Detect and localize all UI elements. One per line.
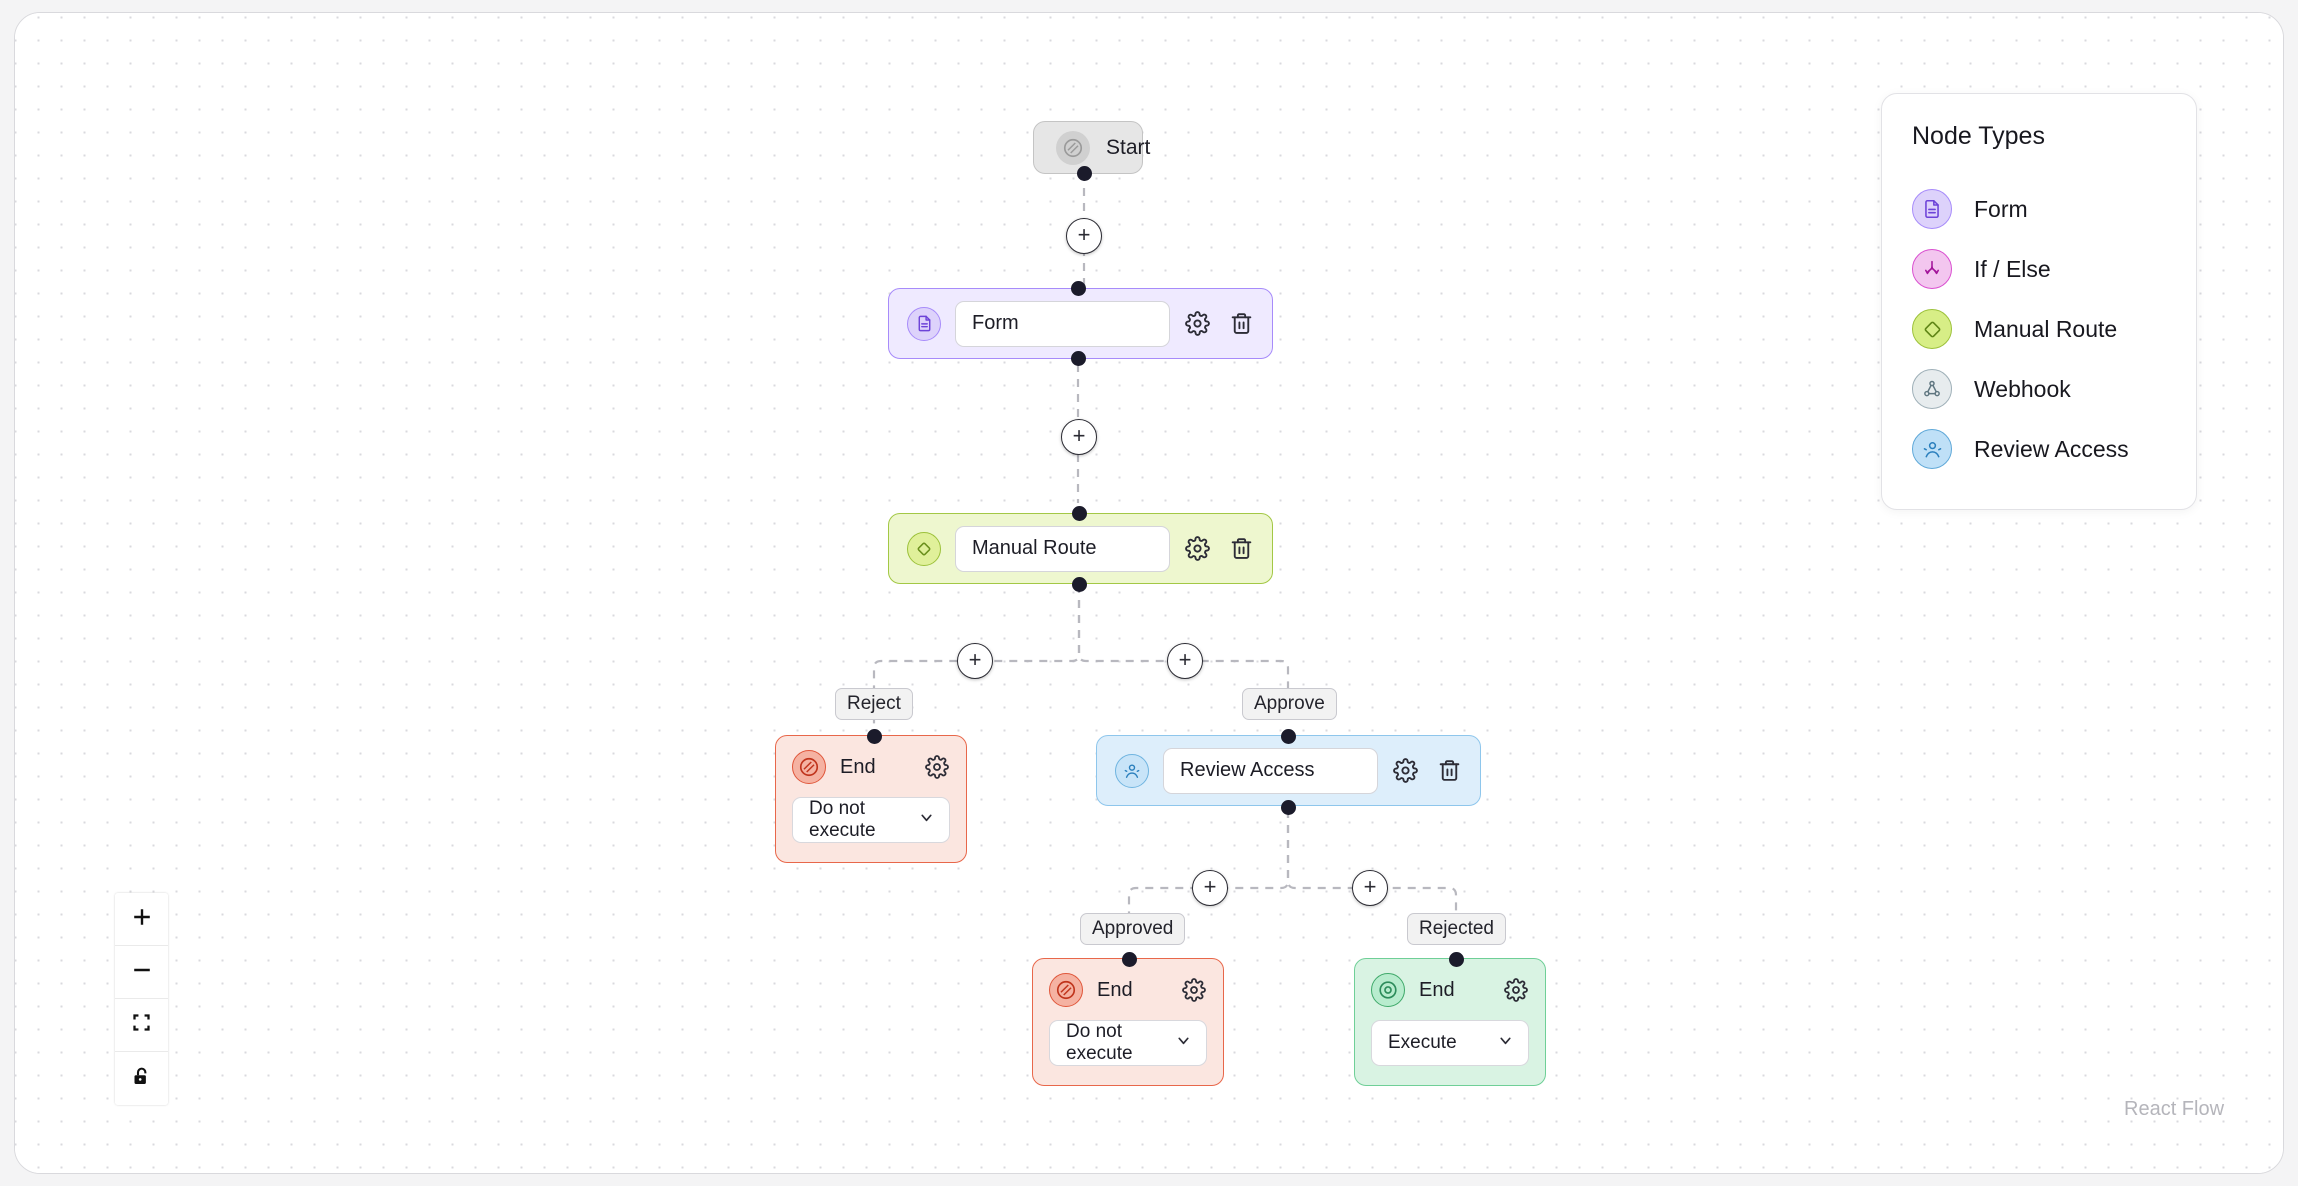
lock-button[interactable] — [115, 1052, 168, 1105]
add-node-rejected-branch-button[interactable]: + — [1352, 870, 1388, 906]
webhook-icon — [1912, 369, 1952, 409]
edge-label-reject: Reject — [835, 688, 913, 720]
nodes-layer: Start + Form — [15, 13, 2283, 1173]
gear-icon[interactable] — [1503, 977, 1529, 1003]
zoom-in-button[interactable] — [115, 893, 168, 946]
handle-end-reject-target[interactable] — [867, 729, 882, 744]
trash-icon[interactable] — [1228, 536, 1254, 562]
handle-end-rejected-target[interactable] — [1449, 952, 1464, 967]
node-end-rejected-label: End — [1419, 978, 1455, 1001]
handle-review-source[interactable] — [1281, 800, 1296, 815]
document-icon — [1912, 189, 1952, 229]
node-review-access[interactable]: Review Access — [1096, 735, 1481, 806]
person-icon — [1115, 753, 1149, 788]
legend-item-label: If / Else — [1974, 255, 2051, 282]
person-icon — [1912, 429, 1952, 469]
add-node-reject-branch-button[interactable]: + — [957, 643, 993, 679]
zoom-out-icon — [131, 959, 153, 986]
node-end-approved-action-select[interactable]: Do not execute — [1049, 1020, 1207, 1066]
legend-item-label: Review Access — [1974, 435, 2129, 462]
gear-icon[interactable] — [924, 754, 950, 780]
add-node-form-to-route-button[interactable]: + — [1061, 419, 1097, 455]
legend-item-label: Manual Route — [1974, 315, 2118, 342]
handle-form-source[interactable] — [1071, 351, 1086, 366]
legend-item-label: Webhook — [1974, 375, 2071, 402]
legend-item-review-access[interactable]: Review Access — [1912, 419, 2166, 479]
react-flow-attribution[interactable]: React Flow — [2124, 1098, 2225, 1120]
trash-icon[interactable] — [1228, 311, 1254, 337]
workflow-editor: Start + Form — [14, 12, 2284, 1174]
legend-item-label: Form — [1974, 195, 2028, 222]
node-end-approved-label: End — [1097, 978, 1133, 1001]
select-value: Do not execute — [809, 798, 876, 841]
canvas-controls — [115, 893, 168, 1105]
node-end-approved[interactable]: End Do not execute — [1032, 958, 1224, 1086]
handle-route-source[interactable] — [1072, 577, 1087, 592]
handle-review-target[interactable] — [1281, 729, 1296, 744]
node-end-rejected-action-select[interactable]: Execute — [1371, 1020, 1529, 1066]
fit-view-icon — [131, 1012, 152, 1038]
gear-icon[interactable] — [1184, 536, 1210, 562]
trash-icon[interactable] — [1436, 758, 1462, 784]
branch-icon — [1912, 249, 1952, 289]
circle-dot-icon — [1371, 973, 1405, 1007]
zoom-in-icon — [131, 906, 153, 933]
diamond-icon — [907, 531, 941, 566]
node-types-title: Node Types — [1912, 122, 2045, 150]
zoom-out-button[interactable] — [115, 946, 168, 999]
legend-item-webhook[interactable]: Webhook — [1912, 359, 2166, 419]
node-end-reject[interactable]: End Do not execute — [775, 735, 967, 863]
gear-icon[interactable] — [1392, 758, 1418, 784]
node-form[interactable]: Form — [888, 288, 1273, 359]
node-end-reject-action-select[interactable]: Do not execute — [792, 797, 950, 843]
add-node-start-to-form-button[interactable]: + — [1066, 218, 1102, 254]
legend-item-if-else[interactable]: If / Else — [1912, 239, 2166, 299]
gear-icon[interactable] — [1181, 977, 1207, 1003]
fit-view-button[interactable] — [115, 999, 168, 1052]
select-value: Do not execute — [1066, 1021, 1133, 1064]
add-node-approved-branch-button[interactable]: + — [1192, 870, 1228, 906]
prohibited-icon — [792, 750, 826, 784]
node-types-panel: Node Types Form — [1881, 93, 2197, 510]
chevron-down-icon — [918, 809, 935, 832]
flow-canvas[interactable]: Start + Form — [15, 13, 2283, 1173]
edge-label-approve: Approve — [1242, 688, 1337, 720]
add-node-approve-branch-button[interactable]: + — [1167, 643, 1203, 679]
node-manual-route-name-input[interactable]: Manual Route — [955, 525, 1170, 572]
handle-start-source[interactable] — [1077, 166, 1092, 181]
legend-item-form[interactable]: Form — [1912, 179, 2166, 239]
node-end-rejected[interactable]: End Execute — [1354, 958, 1546, 1086]
legend-item-manual-route[interactable]: Manual Route — [1912, 299, 2166, 359]
chevron-down-icon — [1175, 1032, 1192, 1055]
handle-form-target[interactable] — [1071, 281, 1086, 296]
document-icon — [907, 306, 941, 341]
node-start-label: Start — [1106, 135, 1151, 159]
node-manual-route[interactable]: Manual Route — [888, 513, 1273, 584]
handle-route-target[interactable] — [1072, 506, 1087, 521]
node-start[interactable]: Start — [1033, 121, 1150, 174]
node-review-access-name-input[interactable]: Review Access — [1163, 747, 1378, 794]
prohibited-icon — [1056, 130, 1090, 165]
gear-icon[interactable] — [1184, 311, 1210, 337]
prohibited-icon — [1049, 973, 1083, 1007]
handle-end-approved-target[interactable] — [1122, 952, 1137, 967]
edge-label-rejected: Rejected — [1407, 913, 1506, 945]
node-form-name-input[interactable]: Form — [955, 300, 1170, 347]
unlock-icon — [131, 1066, 152, 1092]
node-end-reject-label: End — [840, 755, 876, 778]
chevron-down-icon — [1497, 1032, 1514, 1055]
edge-label-approved: Approved — [1080, 913, 1186, 945]
select-value: Execute — [1388, 1032, 1457, 1053]
diamond-icon — [1912, 309, 1952, 349]
